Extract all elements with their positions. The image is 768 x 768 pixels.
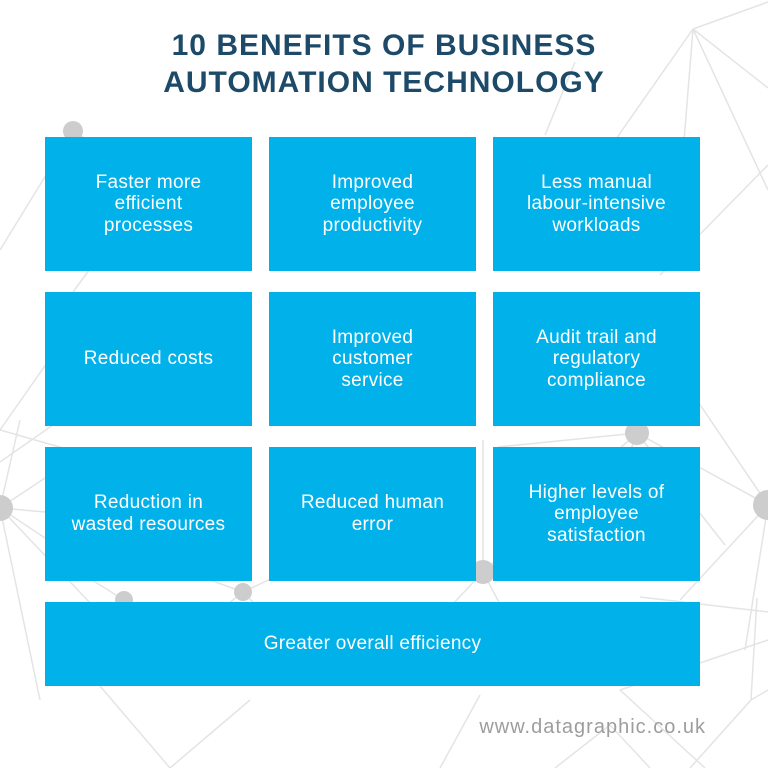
benefit-card-label: Reduced costs xyxy=(83,348,214,370)
benefit-card-less-manual-workloads: Less manual labour-intensive workloads xyxy=(493,137,700,271)
benefit-card-label: Higher levels of employee satisfaction xyxy=(528,481,665,546)
benefits-grid: Faster more efficient processes Improved… xyxy=(45,137,700,686)
benefit-card-customer-service: Improved customer service xyxy=(269,292,476,426)
benefit-card-label: Reduced human error xyxy=(300,492,445,535)
benefit-card-label: Audit trail and regulatory compliance xyxy=(536,326,657,391)
page-title: 10 BENEFITS OF BUSINESS AUTOMATION TECHN… xyxy=(163,29,605,99)
benefit-card-label: Faster more efficient processes xyxy=(95,171,202,236)
benefit-card-wasted-resources: Reduction in wasted resources xyxy=(45,447,252,581)
benefit-card-faster-processes: Faster more efficient processes xyxy=(45,137,252,271)
benefit-card-label: Less manual labour-intensive workloads xyxy=(527,171,666,236)
benefit-card-label: Greater overall efficiency xyxy=(263,633,482,655)
benefit-card-reduced-costs: Reduced costs xyxy=(45,292,252,426)
benefit-card-label: Improved customer service xyxy=(331,326,414,391)
benefit-card-audit-compliance: Audit trail and regulatory compliance xyxy=(493,292,700,426)
benefit-card-employee-satisfaction: Higher levels of employee satisfaction xyxy=(493,447,700,581)
benefit-card-label: Improved employee productivity xyxy=(322,171,423,236)
benefit-card-label: Reduction in wasted resources xyxy=(71,492,226,535)
benefit-card-employee-productivity: Improved employee productivity xyxy=(269,137,476,271)
benefit-card-human-error: Reduced human error xyxy=(269,447,476,581)
benefit-card-overall-efficiency: Greater overall efficiency xyxy=(45,602,700,686)
watermark-url: www.datagraphic.co.uk xyxy=(479,716,706,738)
